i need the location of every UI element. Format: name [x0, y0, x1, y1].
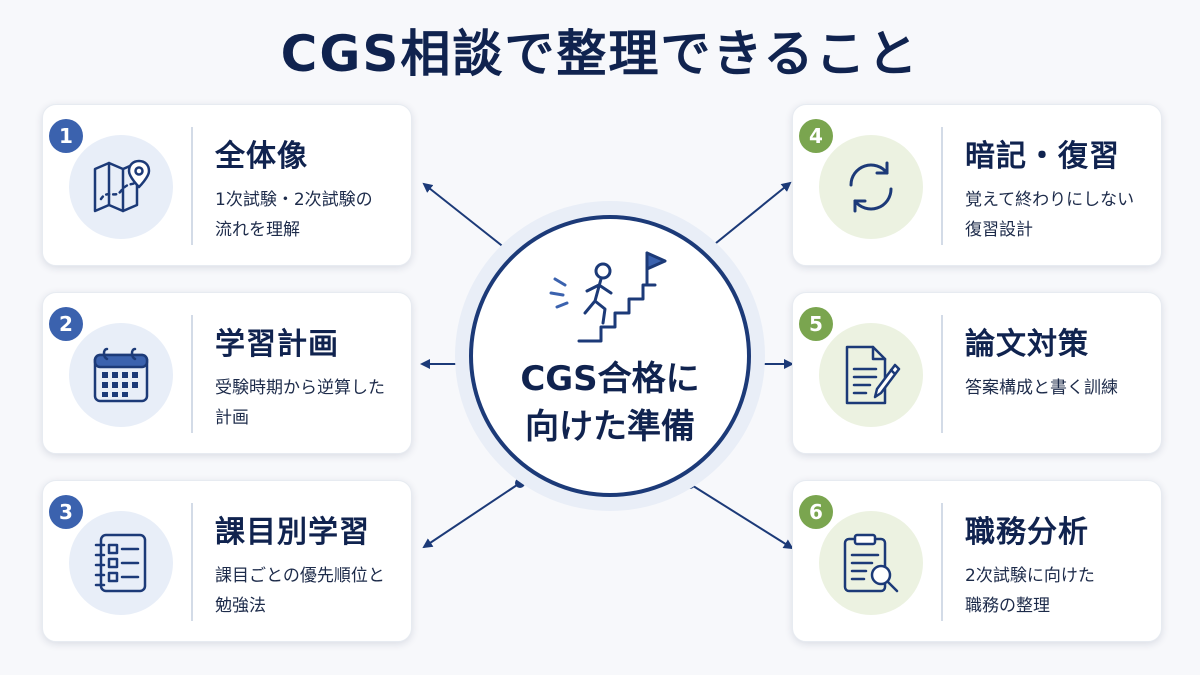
card-title: 論文対策 — [965, 327, 1089, 362]
card-subject-study: 3 課目別学習 課目ごとの優先順位と 勉強法 — [42, 480, 412, 642]
refresh-cycle-icon — [819, 135, 923, 239]
center-label-line2: 向けた準備 — [525, 407, 695, 447]
card-title: 職務分析 — [965, 515, 1089, 550]
card-desc-line: 計画 — [215, 408, 249, 428]
connector-3 — [422, 482, 521, 549]
card-desc-line: 受験時期から逆算した — [215, 378, 385, 398]
document-pen-icon — [819, 323, 923, 427]
card-desc-line: 勉強法 — [215, 596, 266, 616]
step-number-badge: 3 — [49, 495, 83, 529]
card-divider — [941, 503, 943, 621]
center-goal-circle: CGS合格に 向けた準備 — [469, 215, 751, 497]
card-divider — [191, 127, 193, 245]
clipboard-search-icon — [819, 511, 923, 615]
card-divider — [191, 503, 193, 621]
card-desc-line: 答案構成と書く訓練 — [965, 378, 1118, 398]
card-study-plan: 2 学習計画 受験時期から逆算した 計画 — [42, 292, 412, 454]
card-title: 学習計画 — [215, 327, 339, 362]
card-description: 受験時期から逆算した 計画 — [215, 373, 403, 433]
card-desc-line: 職務の整理 — [965, 596, 1050, 616]
card-job-analysis: 6 職務分析 2次試験に向けた 職務の整理 — [792, 480, 1162, 642]
card-description: 課目ごとの優先順位と 勉強法 — [215, 561, 403, 621]
step-number-badge: 5 — [799, 307, 833, 341]
center-label: CGS合格に 向けた準備 — [473, 355, 747, 451]
connector-6 — [689, 483, 794, 550]
center-label-line1: CGS合格に — [520, 359, 700, 399]
card-overview: 1 全体像 1次試験・2次試験の 流れを理解 — [42, 104, 412, 266]
page-title: CGS相談で整理できること — [280, 25, 920, 83]
card-description: 1次試験・2次試験の 流れを理解 — [215, 185, 403, 245]
step-number-badge: 4 — [799, 119, 833, 153]
card-description: 答案構成と書く訓練 — [965, 373, 1153, 403]
card-divider — [941, 127, 943, 245]
connector-4 — [699, 181, 792, 257]
card-divider — [191, 315, 193, 433]
card-desc-line: 復習設計 — [965, 220, 1033, 240]
card-title: 暗記・復習 — [965, 139, 1120, 174]
card-divider — [941, 315, 943, 433]
stair-climb-flag-icon — [549, 251, 667, 343]
card-memorize-review: 4 暗記・復習 覚えて終わりにしない 復習設計 — [792, 104, 1162, 266]
step-number-badge: 2 — [49, 307, 83, 341]
card-title: 課目別学習 — [215, 515, 370, 550]
step-number-badge: 6 — [799, 495, 833, 529]
card-desc-line: 1次試験・2次試験の — [215, 190, 373, 210]
card-desc-line: 流れを理解 — [215, 220, 300, 240]
card-essay-prep: 5 論文対策 答案構成と書く訓練 — [792, 292, 1162, 454]
card-desc-line: 課目ごとの優先順位と — [215, 566, 385, 586]
checklist-notebook-icon — [69, 511, 173, 615]
card-title: 全体像 — [215, 139, 308, 174]
calendar-icon — [69, 323, 173, 427]
map-pin-icon — [69, 135, 173, 239]
step-number-badge: 1 — [49, 119, 83, 153]
card-description: 覚えて終わりにしない 復習設計 — [965, 185, 1153, 245]
card-desc-line: 覚えて終わりにしない — [965, 190, 1135, 210]
connector-1 — [422, 182, 516, 257]
card-desc-line: 2次試験に向けた — [965, 566, 1095, 586]
card-description: 2次試験に向けた 職務の整理 — [965, 561, 1153, 621]
